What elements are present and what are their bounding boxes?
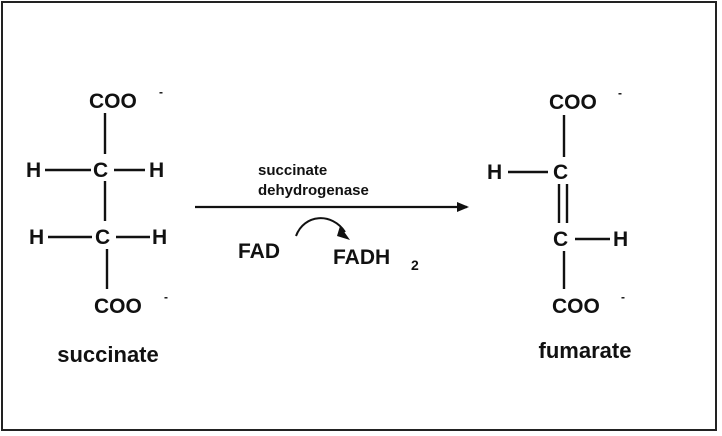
succinate-bottom-charge: - [164, 290, 168, 304]
fumarate-bottom-carboxylate: COO [552, 295, 600, 318]
reaction-arrow-group: succinate dehydrogenase FAD FADH 2 [195, 162, 469, 273]
cofactor-arrowhead [337, 226, 350, 240]
diagram-frame [1, 1, 717, 431]
cofactor-fadh2-subscript: 2 [411, 257, 419, 273]
succinate-bottom-carboxylate: COO [94, 295, 142, 318]
fumarate-h-left: H [487, 161, 502, 184]
enzyme-label-line1: succinate [258, 162, 327, 179]
fumarate-bottom-charge: - [621, 290, 625, 304]
succinate-h1-left: H [26, 159, 41, 182]
succinate-top-charge: - [159, 85, 163, 99]
succinate-top-carboxylate: COO [89, 90, 137, 113]
cofactor-curved-arrow [295, 217, 346, 237]
succinate-h1-right: H [149, 159, 164, 182]
fumarate-top-carboxylate: COO [549, 91, 597, 114]
succinate-structure: COO - H C H H C H COO - succinate [26, 85, 168, 367]
fumarate-top-charge: - [618, 86, 622, 100]
succinate-label: succinate [57, 342, 159, 367]
succinate-h2-right: H [152, 226, 167, 249]
fumarate-h-right: H [613, 228, 628, 251]
cofactor-fad: FAD [238, 240, 280, 263]
fumarate-structure: COO - H C C H COO - fumarate [487, 86, 631, 363]
succinate-h2-left: H [29, 226, 44, 249]
enzyme-label-line2: dehydrogenase [258, 182, 369, 199]
fumarate-label: fumarate [539, 338, 632, 363]
succinate-carbon-2: C [95, 226, 110, 249]
fumarate-carbon-1: C [553, 161, 568, 184]
cofactor-fadh2: FADH [333, 246, 390, 269]
fumarate-carbon-2: C [553, 228, 568, 251]
succinate-carbon-1: C [93, 159, 108, 182]
